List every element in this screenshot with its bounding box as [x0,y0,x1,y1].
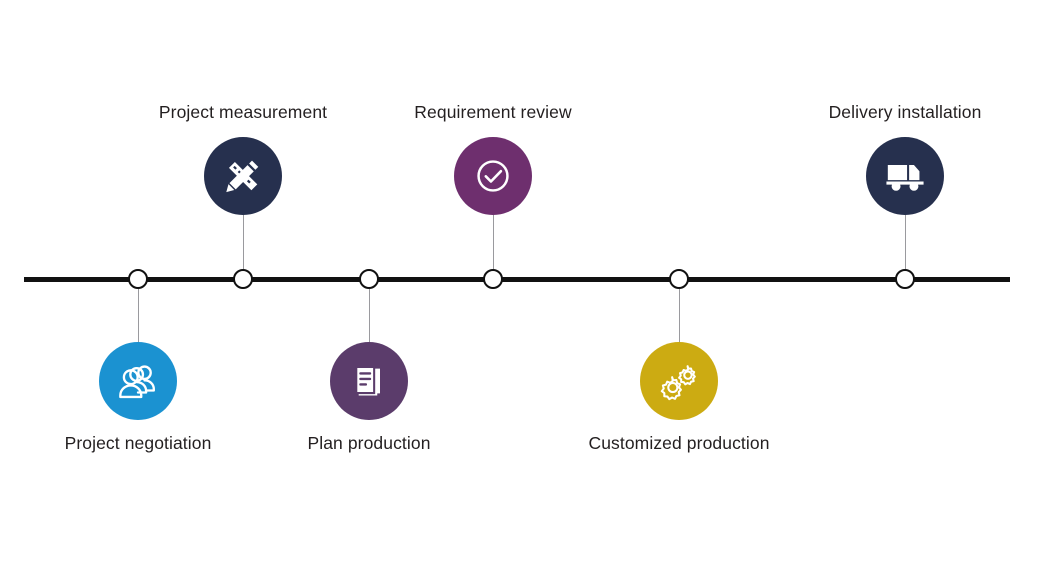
timeline-marker-plan-production[interactable] [359,269,379,289]
connector-line-project-measurement [242,213,244,269]
timeline-marker-requirement-review[interactable] [483,269,503,289]
step-icon-bubble-project-negotiation[interactable] [99,342,177,420]
step-label-customized-production: Customized production [588,433,770,453]
timeline-marker-project-negotiation[interactable] [128,269,148,289]
timeline-marker-project-measurement[interactable] [233,269,253,289]
connector-line-delivery-installation [904,213,906,269]
step-label-delivery-installation: Delivery installation [828,102,982,122]
step-label-project-negotiation: Project negotiation [64,433,212,453]
step-label-plan-production: Plan production [307,433,431,453]
step-icon-bubble-customized-production[interactable] [640,342,718,420]
step-icon-bubble-plan-production[interactable] [330,342,408,420]
truck-icon [883,154,927,198]
step-label-requirement-review: Requirement review [414,102,572,122]
step-icon-bubble-delivery-installation[interactable] [866,137,944,215]
connector-line-customized-production [678,289,680,344]
check-circle-icon [471,154,515,198]
connector-line-plan-production [368,289,370,344]
step-icon-bubble-requirement-review[interactable] [454,137,532,215]
timeline-marker-customized-production[interactable] [669,269,689,289]
documents-icon [347,359,391,403]
connector-line-project-negotiation [137,289,139,344]
step-label-project-measurement: Project measurement [158,102,328,122]
connector-line-requirement-review [492,213,494,269]
people-group-icon [116,359,160,403]
timeline-axis [24,276,1010,282]
step-icon-bubble-project-measurement[interactable] [204,137,282,215]
gears-icon [657,359,701,403]
timeline-marker-delivery-installation[interactable] [895,269,915,289]
pencil-ruler-icon [221,154,265,198]
